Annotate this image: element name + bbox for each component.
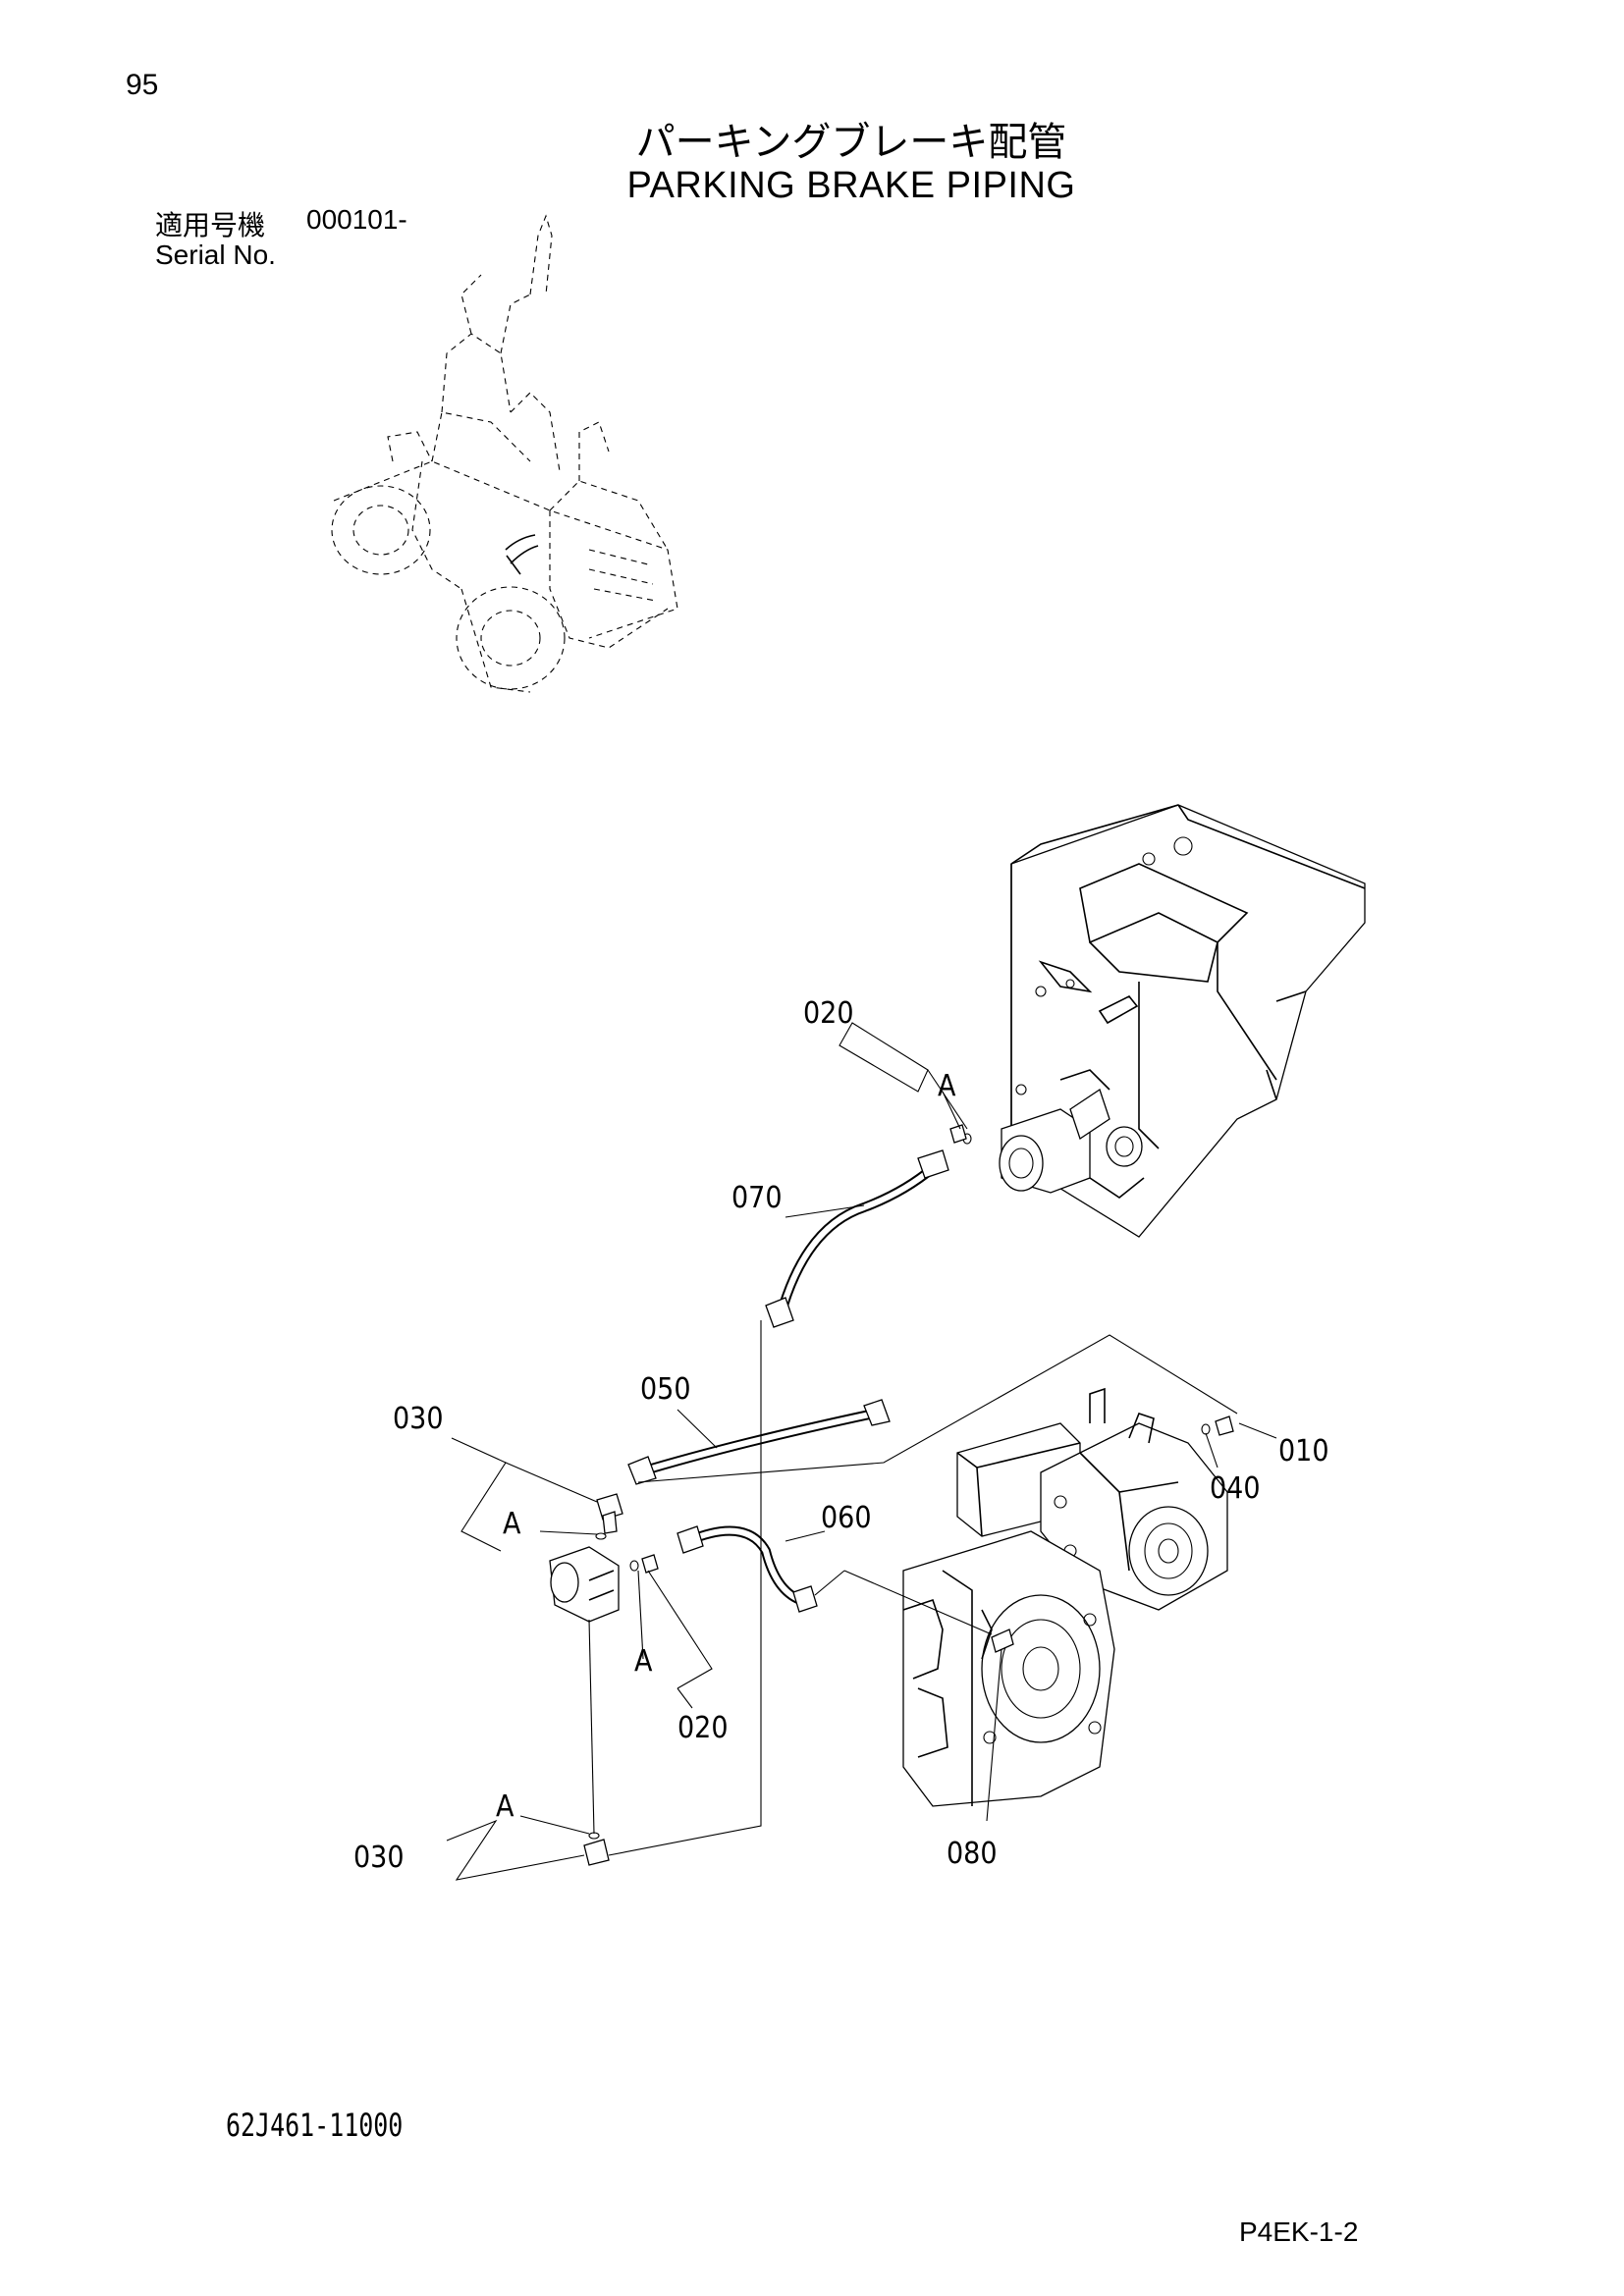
connector-020-lower [629, 1554, 659, 1574]
hose-050 [627, 1399, 891, 1485]
callout-a-mid: A [634, 1644, 653, 1679]
callout-020-top: 020 [803, 996, 854, 1031]
o-ring-a-left [595, 1532, 607, 1540]
callout-010: 010 [1278, 1434, 1329, 1468]
hose-060 [677, 1525, 818, 1613]
page-title-japanese: パーキングブレーキ配管 [635, 120, 1067, 165]
callout-080: 080 [947, 1837, 998, 1871]
vehicle-overview-illustration [331, 214, 678, 693]
page-title-english: PARKING BRAKE PIPING [626, 165, 1076, 206]
callout-a-top: A [938, 1069, 956, 1103]
leader-lines [446, 1022, 1277, 1881]
callout-070: 070 [731, 1181, 783, 1215]
callout-050: 050 [640, 1372, 691, 1407]
connector-020-upper [949, 1124, 972, 1145]
callout-040: 040 [1210, 1471, 1261, 1506]
callout-020-bottom: 020 [677, 1711, 729, 1745]
hose-070 [765, 1149, 949, 1328]
serial-number-value: 000101- [306, 204, 407, 235]
callout-labels: 020 A 070 050 030 A 060 A 020 A 030 080 … [353, 996, 1329, 1875]
callout-a-bottom: A [496, 1789, 514, 1824]
callout-030-upper: 030 [393, 1402, 444, 1436]
callout-060: 060 [821, 1501, 872, 1535]
serial-label-japanese: 適用号機 [155, 209, 266, 241]
sheet-code: P4EK-1-2 [1239, 2216, 1359, 2247]
elbow-fitting-030-upper [596, 1493, 623, 1534]
drawing-number: 62J461-11000 [226, 2107, 404, 2144]
elbow-fitting-030-lower [583, 1832, 610, 1866]
serial-label-english: Serial No. [155, 240, 276, 270]
page-number: 95 [126, 69, 159, 101]
callout-030-lower: 030 [353, 1841, 405, 1875]
pump-transmission-assembly [902, 1387, 1228, 1807]
relay-valve-body [549, 1546, 620, 1623]
pedal-housing-assembly [999, 804, 1366, 1238]
callout-a-left: A [503, 1507, 521, 1541]
fitting-010-040 [1201, 1415, 1234, 1436]
